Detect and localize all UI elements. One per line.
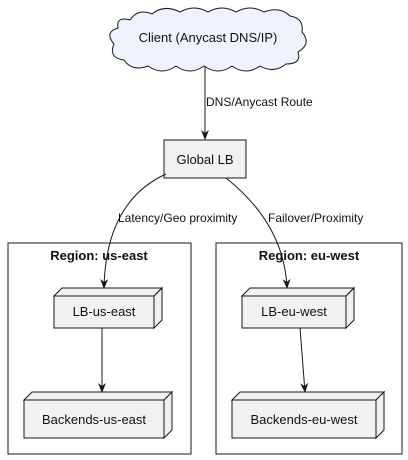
edge-global-to-east: Latency/Geo proximity: [100, 173, 237, 289]
lb-us-east-node: LB-us-east: [52, 286, 164, 330]
client-cloud: Client (Anycast DNS/IP): [109, 7, 307, 72]
lb-eu-west-label: LB-eu-west: [261, 304, 327, 319]
client-label: Client (Anycast DNS/IP): [139, 30, 278, 45]
edge-label-dns: DNS/Anycast Route: [206, 95, 313, 109]
global-lb-node: Global LB: [163, 139, 247, 179]
edge-label-latency: Latency/Geo proximity: [118, 211, 237, 225]
edge-global-to-west: Failover/Proximity: [225, 177, 363, 289]
edge-client-to-global: DNS/Anycast Route: [201, 66, 313, 140]
edge-west-to-backends: [299, 327, 309, 393]
backends-eu-west-label: Backends-eu-west: [251, 412, 358, 427]
backends-us-east-node: Backends-us-east: [22, 390, 174, 440]
lb-us-east-label: LB-us-east: [73, 304, 136, 319]
global-lb-label: Global LB: [176, 152, 233, 167]
region-eu-west-title: Region: eu-west: [259, 248, 360, 263]
lb-eu-west-node: LB-eu-west: [240, 286, 356, 330]
backends-eu-west-node: Backends-eu-west: [230, 390, 386, 440]
backends-us-east-label: Backends-us-east: [42, 412, 146, 427]
region-us-east-title: Region: us-east: [50, 248, 148, 263]
edge-label-failover: Failover/Proximity: [268, 211, 363, 225]
